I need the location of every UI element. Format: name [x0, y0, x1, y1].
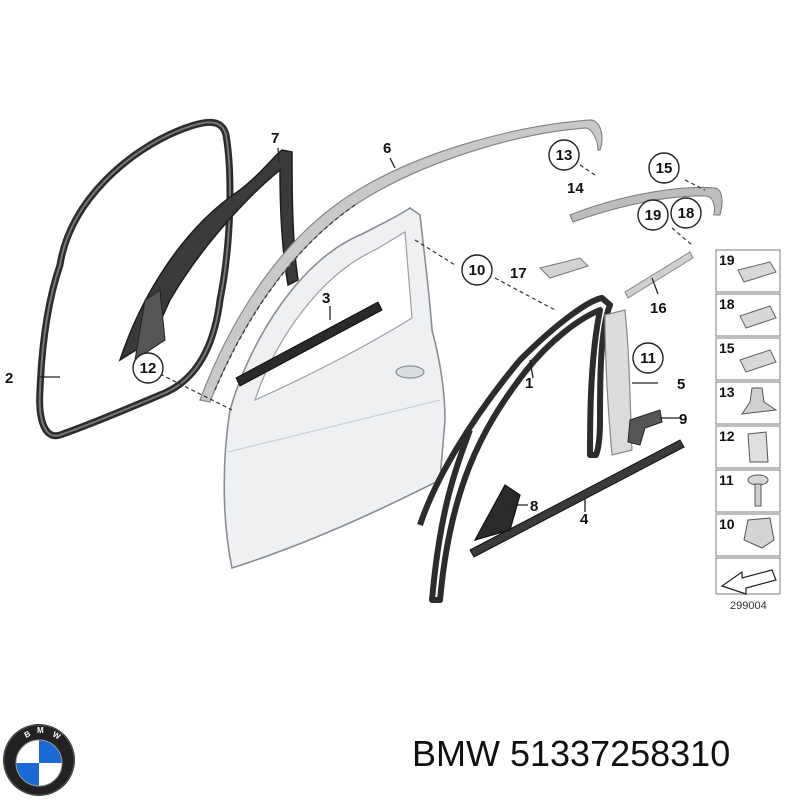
legend-label-11: 11	[719, 472, 734, 488]
fastener-legend: 19 18 15 13 12 11 10 299004	[715, 249, 781, 612]
legend-label-19: 19	[719, 252, 735, 268]
part-label-10: 10	[469, 262, 486, 279]
sill-strip	[469, 439, 685, 558]
part-label-4: 4	[580, 511, 589, 528]
part-label-5: 5	[677, 376, 685, 393]
svg-text:B: B	[23, 729, 33, 740]
callout-15: 15	[648, 152, 680, 184]
callout-10: 10	[461, 254, 493, 286]
callout-12: 12	[132, 352, 164, 384]
part-label-18: 18	[678, 205, 695, 222]
clip-icon	[737, 261, 777, 283]
part-label-2: 2	[5, 370, 13, 387]
callout-18: 18	[670, 197, 702, 229]
door-panel	[223, 207, 446, 570]
legend-label-18: 18	[719, 296, 735, 312]
brand-part-number: BMW 51337258310	[412, 733, 731, 774]
bmw-logo: B M W	[3, 724, 75, 796]
legend-label-10: 10	[719, 516, 735, 532]
part-label-12: 12	[140, 360, 157, 377]
clip-icon	[739, 305, 777, 329]
part-label-1: 1	[525, 375, 533, 392]
part-label-6: 6	[383, 140, 391, 157]
direction-arrow-icon	[720, 569, 777, 595]
part-label-11: 11	[640, 350, 656, 367]
leader-lines	[38, 147, 706, 512]
callout-13: 13	[548, 139, 580, 171]
part-label-15: 15	[656, 160, 673, 177]
diagram-ref-number: 299004	[730, 600, 767, 612]
bracket-17	[539, 257, 589, 279]
push-clip-icon	[740, 387, 778, 415]
part-label-8: 8	[530, 498, 538, 515]
screw-icon	[747, 474, 769, 507]
door-seal-outer	[36, 118, 234, 440]
part-label-3: 3	[322, 290, 330, 307]
part-label-17: 17	[510, 265, 527, 282]
part-label-19: 19	[645, 207, 662, 224]
straight-trim-16	[624, 251, 694, 299]
legend-label-15: 15	[719, 340, 735, 356]
svg-text:M: M	[37, 726, 44, 735]
door-frame-seal	[417, 295, 613, 603]
part-label-9: 9	[679, 411, 687, 428]
clip-icon	[739, 349, 777, 373]
callout-19: 19	[637, 199, 669, 231]
b-pillar-trim	[604, 309, 633, 456]
callout-11: 11	[632, 342, 664, 374]
svg-text:W: W	[51, 730, 62, 742]
part-label-7: 7	[271, 130, 279, 147]
legend-label-13: 13	[719, 384, 735, 400]
triangle-cover	[473, 484, 521, 541]
part-label-13: 13	[556, 147, 573, 164]
part-label-16: 16	[650, 300, 667, 317]
frame-seal-inner	[118, 149, 299, 362]
spring-nut-icon	[747, 431, 769, 463]
legend-label-12: 12	[719, 428, 735, 444]
trim-clip-piece	[627, 409, 663, 446]
expansion-nut-icon	[743, 517, 775, 549]
belt-weatherstrip	[235, 301, 383, 387]
part-label-14: 14	[567, 180, 584, 197]
roof-trim-strip	[199, 119, 603, 403]
